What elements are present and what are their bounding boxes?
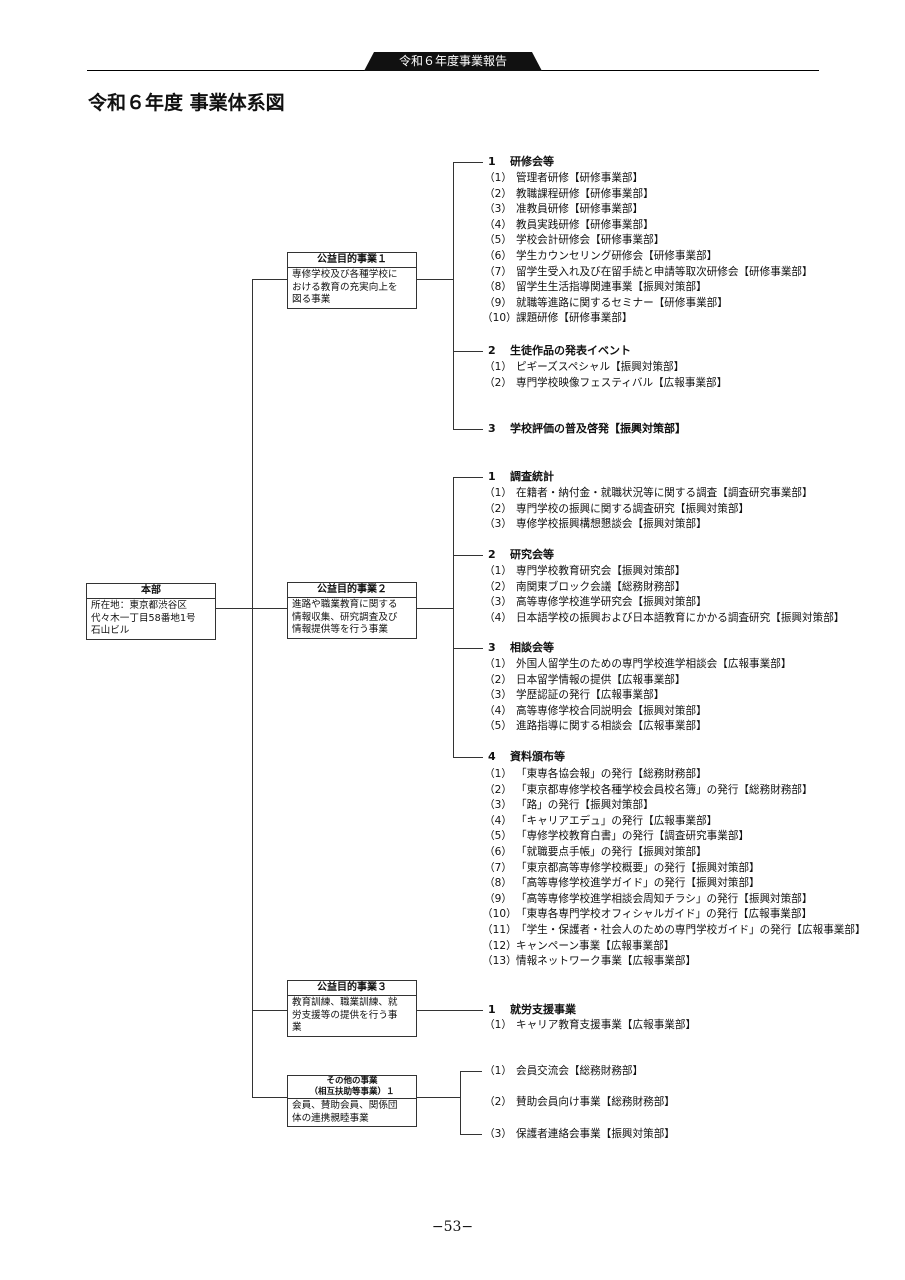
- list-item: （3）高等専修学校進学研究会【振興対策部】: [484, 596, 707, 609]
- root-connector: [214, 608, 252, 609]
- project-box-body: 進路や職業教育に関する 情報収集、研究調査及び 情報提供等を行う事業: [292, 599, 398, 635]
- list-item: （5）学校会計研修会【研修事業部】: [484, 234, 665, 247]
- project-box-title: その他の事業 （相互扶助等事業）１: [288, 1076, 416, 1099]
- list-item: （1）ピギーズスペシャル【振興対策部】: [484, 361, 685, 373]
- list-item: （11）「学生・保護者・社会人のための専門学校ガイド」の発行【広報事業部】: [482, 924, 866, 936]
- group-tick: [453, 351, 483, 352]
- box2-vline: [453, 477, 454, 757]
- list-item: （12）キャンペーン事業【広報事業部】: [482, 939, 675, 952]
- list-item: （6）学生カウンセリング研修会【研修事業部】: [484, 250, 718, 262]
- list-item: （13）情報ネットワーク事業【広報事業部】: [482, 955, 697, 968]
- list-item: （5）進路指導に関する相談会【広報事業部】: [484, 720, 707, 733]
- project-box-2: 公益目的事業２ 進路や職業教育に関する 情報収集、研究調査及び 情報提供等を行う…: [287, 582, 417, 639]
- list-item: （1）専門学校教育研究会【振興対策部】: [484, 565, 686, 577]
- list-item: （7）留学生受入れ及び在留手続と申請等取次研修会【研修事業部】: [484, 265, 813, 278]
- list-item: （9）「高等専修学校進学相談会周知チラシ」の発行【振興対策部】: [484, 892, 813, 905]
- group-tick: [453, 648, 483, 649]
- project-box-title: 公益目的事業３: [288, 981, 416, 996]
- header-tab-label: 令和６年度事業報告: [398, 54, 507, 68]
- box1-vline: [453, 162, 454, 429]
- box4-connector: [415, 1097, 460, 1098]
- list-item: （9）就職等進路に関するセミナー【研修事業部】: [484, 296, 728, 309]
- list-item: （1）外国人留学生のための専門学校進学相談会【広報事業部】: [484, 658, 792, 670]
- list-item: （3）准教員研修【研修事業部】: [484, 203, 644, 216]
- box1-connector: [415, 279, 453, 280]
- group-tick: [453, 162, 483, 163]
- list-item: （2）「東京都専修学校各種学校会員校名簿」の発行【総務財務部】: [484, 783, 813, 796]
- project-box-body: 教育訓練、職業訓練、就 労支援等の提供を行う事 業: [292, 997, 398, 1033]
- project-box-title: 公益目的事業１: [288, 253, 416, 268]
- list-item: （10）「東専各専門学校オフィシャルガイド」の発行【広報事業部】: [482, 908, 813, 921]
- header-tab: [364, 52, 542, 71]
- list-item: （6）「就職要点手帳」の発行【振興対策部】: [484, 846, 707, 858]
- box4-vline: [460, 1071, 461, 1135]
- list-item: （3）専修学校振興構想懇談会【振興対策部】: [484, 518, 707, 531]
- list-item: （3）「路」の発行【振興対策部】: [484, 799, 654, 812]
- branch-line: [252, 1010, 287, 1011]
- page-number: −53−: [431, 1219, 474, 1235]
- list-item: （1）キャリア教育支援事業【広報事業部】: [484, 1019, 697, 1031]
- list-item: （3）保護者連絡会事業【振興対策部】: [484, 1128, 675, 1140]
- list-item: （1）「東専各協会報」の発行【総務財務部】: [484, 768, 707, 780]
- page-title: 令和６年度 事業体系図: [88, 92, 285, 114]
- list-item: （4）教員実践研修【研修事業部】: [484, 218, 654, 231]
- group-tick: [453, 555, 483, 556]
- list-item: （2）日本留学情報の提供【広報事業部】: [484, 673, 686, 686]
- item-tick: [460, 1071, 482, 1072]
- list-item: （2）専門学校の振興に関する調査研究【振興対策部】: [484, 502, 750, 515]
- other-project-box: その他の事業 （相互扶助等事業）１ 会員、賛助会員、関係団 体の連携親睦事業: [287, 1075, 417, 1127]
- branch-line: [252, 1097, 287, 1098]
- project-box-3: 公益目的事業３ 教育訓練、職業訓練、就 労支援等の提供を行う事 業: [287, 980, 417, 1037]
- list-item: （8）「高等専修学校進学ガイド」の発行【振興対策部】: [484, 877, 760, 890]
- list-item: （1）在籍者・納付金・就職状況等に関する調査【調査研究事業部】: [484, 487, 813, 499]
- group-tick: [453, 757, 483, 758]
- root-body: 所在地：東京都渋谷区 代々木一丁目58番地1号 石山ビル: [91, 600, 196, 636]
- list-item: （4）「キャリアエデュ」の発行【広報事業部】: [484, 814, 718, 827]
- project-box-body: 会員、賛助会員、関係団 体の連携親睦事業: [292, 1100, 398, 1124]
- list-item: （1）会員交流会【総務財務部】: [484, 1065, 644, 1077]
- list-item: （10）課題研修【研修事業部】: [482, 312, 633, 325]
- branch-line: [252, 608, 287, 609]
- list-item: （2）専門学校映像フェスティバル【広報事業部】: [484, 376, 728, 389]
- list-item: （8）留学生生活指導関連事業【振興対策部】: [484, 281, 707, 294]
- list-item: （2）教職課程研修【研修事業部】: [484, 187, 654, 200]
- list-item: （1）管理者研修【研修事業部】: [484, 172, 644, 184]
- list-item: （3）学歴認証の発行【広報事業部】: [484, 689, 665, 702]
- list-item: （7）「東京都高等専修学校概要」の発行【振興対策部】: [484, 861, 760, 874]
- list-item: （5）「専修学校教育白書」の発行【調査研究事業部】: [484, 830, 750, 843]
- project-box-title: 公益目的事業２: [288, 583, 416, 598]
- root-title: 本部: [87, 584, 215, 599]
- trunk-line: [252, 279, 253, 1098]
- project-box-body: 専修学校及び各種学校に おける教育の充実向上を 図る事業: [292, 269, 398, 305]
- item-tick: [460, 1134, 482, 1135]
- box2-connector: [415, 608, 453, 609]
- root-box: 本部 所在地：東京都渋谷区 代々木一丁目58番地1号 石山ビル: [86, 583, 216, 640]
- group-tick: [453, 429, 483, 430]
- list-item: （4）日本語学校の振興および日本語教育にかかる調査研究【振興対策部】: [484, 611, 845, 624]
- list-item: （4）高等専修学校合同説明会【振興対策部】: [484, 704, 707, 717]
- list-item: （2）南関東ブロック会議【総務財務部】: [484, 580, 686, 593]
- project-box-1: 公益目的事業１ 専修学校及び各種学校に おける教育の充実向上を 図る事業: [287, 252, 417, 309]
- box3-connector: [415, 1010, 483, 1011]
- group-tick: [453, 477, 483, 478]
- list-item: （2）賛助会員向け事業【総務財務部】: [484, 1096, 675, 1108]
- branch-line: [252, 279, 287, 280]
